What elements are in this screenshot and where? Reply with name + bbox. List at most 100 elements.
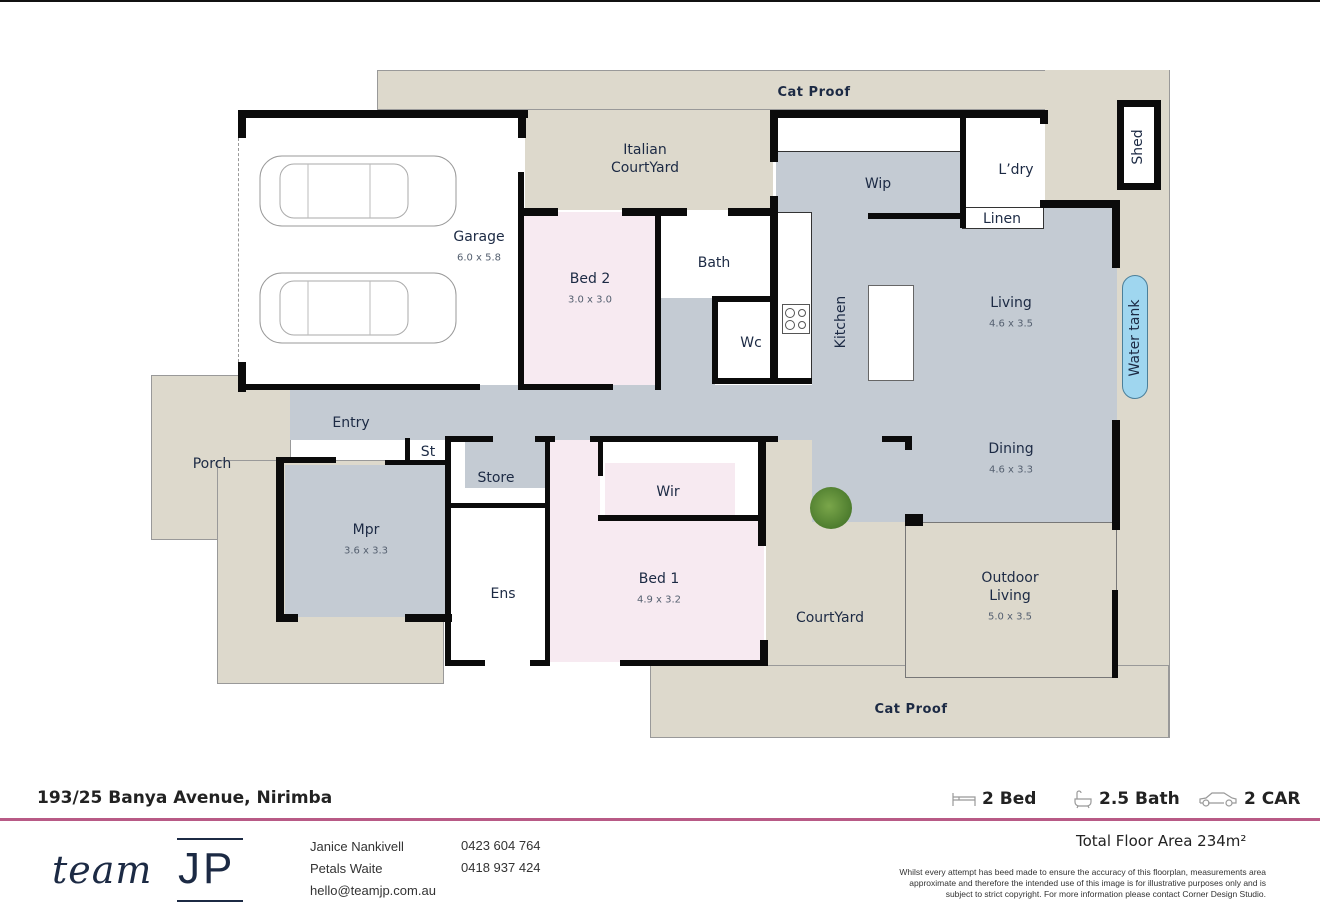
room-dims-garage: 6.0 x 5.8: [456, 252, 502, 264]
room-label-cat-proof-bottom: Cat Proof: [874, 702, 948, 717]
wall: [655, 212, 661, 390]
stat-baths: 2.5 Bath: [1073, 789, 1180, 809]
wall: [712, 296, 774, 302]
wall: [1040, 200, 1120, 208]
kitchen-bench: [776, 212, 812, 382]
wall: [276, 457, 336, 463]
room-label-italian-courtyard-1: Italian: [623, 142, 667, 158]
garage-door: [238, 138, 239, 362]
room-label-laundry: L’dry: [998, 162, 1034, 178]
wall: [445, 436, 493, 442]
garage-floor: [240, 112, 525, 387]
wall: [882, 436, 912, 442]
wall: [960, 118, 966, 228]
wall: [905, 436, 912, 450]
wall: [238, 384, 480, 390]
contact-name-1: Janice Nankivell: [310, 839, 404, 854]
room-label-living: Living: [990, 295, 1032, 311]
wall: [590, 436, 770, 442]
wall: [445, 660, 485, 666]
room-label-ens: Ens: [490, 586, 516, 602]
wall: [405, 438, 410, 464]
wall: [445, 503, 548, 508]
room-label-porch: Porch: [192, 456, 232, 472]
room-label-courtyard: CourtYard: [795, 610, 865, 626]
bed2-floor: [520, 212, 660, 387]
water-tank: [1122, 275, 1148, 399]
wall: [758, 436, 766, 546]
wall: [712, 378, 812, 384]
room-label-wc: Wc: [740, 335, 762, 351]
wall: [770, 110, 778, 162]
store-floor: [465, 440, 545, 488]
wall: [1112, 200, 1120, 268]
total-floor-area: Total Floor Area 234m²: [1076, 832, 1247, 850]
room-label-garage: Garage: [453, 229, 505, 245]
room-label-linen: Linen: [982, 211, 1022, 227]
room-label-wir: Wir: [656, 484, 680, 500]
wall: [760, 640, 768, 666]
wall: [728, 208, 778, 216]
wall: [622, 208, 687, 216]
room-label-cat-proof-top: Cat Proof: [777, 85, 851, 100]
wall: [238, 110, 246, 138]
wall: [518, 172, 524, 390]
wc-floor: [714, 298, 776, 382]
stat-beds-label: 2 Bed: [982, 789, 1037, 809]
logo-mark-frame: [177, 838, 243, 902]
wall: [276, 457, 284, 622]
team-jp-logo: team JP: [52, 838, 252, 904]
logo-script: team: [52, 848, 153, 892]
laundry-floor: [962, 112, 1044, 207]
bath-icon: [1074, 790, 1092, 809]
contact-email[interactable]: hello@teamjp.com.au: [310, 883, 436, 898]
room-label-outdoor-living-1: Outdoor: [981, 570, 1039, 586]
logo-mark: JP: [178, 844, 236, 893]
wall: [276, 614, 298, 622]
room-dims-bed1: 4.9 x 3.2: [636, 594, 682, 606]
top-border: [0, 0, 1320, 2]
room-label-water-tank: Water tank: [1127, 299, 1143, 377]
cat-proof-yard: [377, 70, 1169, 110]
room-label-bed2: Bed 2: [569, 271, 611, 287]
wall: [770, 110, 1048, 118]
hallway: [290, 385, 915, 440]
property-address: 193/25 Banya Avenue, Nirimba: [37, 788, 333, 808]
room-label-store: Store: [477, 470, 515, 486]
car-icon: [259, 272, 457, 344]
shed-floor: [1117, 100, 1161, 190]
ens-floor: [450, 507, 548, 662]
room-label-mpr: Mpr: [352, 522, 380, 538]
hall-upper: [660, 298, 715, 388]
wall: [1040, 110, 1048, 124]
stat-baths-label: 2.5 Bath: [1099, 789, 1180, 809]
wall: [238, 110, 528, 118]
car-icon: [1199, 792, 1237, 807]
wall: [598, 436, 603, 476]
contact-phone-1[interactable]: 0423 604 764: [461, 838, 541, 853]
room-label-st: St: [420, 444, 436, 460]
wall: [445, 436, 451, 664]
wall: [868, 213, 962, 219]
wall: [905, 514, 923, 526]
kitchen-island: [868, 285, 914, 381]
room-dims-bed2: 3.0 x 3.0: [567, 294, 613, 306]
room-dims-living: 4.6 x 3.5: [988, 318, 1034, 330]
wall: [1112, 420, 1120, 530]
contact-phone-2[interactable]: 0418 937 424: [461, 860, 541, 875]
wall: [518, 384, 613, 390]
room-label-kitchen: Kitchen: [833, 295, 849, 349]
wall: [770, 196, 778, 382]
disclaimer: Whilst every attempt has beed made to en…: [899, 867, 1266, 899]
wall: [385, 460, 450, 465]
wall: [405, 614, 452, 622]
room-label-wip: Wip: [864, 176, 892, 192]
living-dining-floor: [812, 205, 1117, 522]
wall: [530, 660, 550, 666]
contact-name-2: Petals Waite: [310, 861, 383, 876]
room-label-outdoor-living-2: Living: [989, 588, 1031, 604]
stat-beds: 2 Bed: [952, 789, 1036, 809]
room-dims-mpr: 3.6 x 3.3: [343, 545, 389, 557]
wir-floor: [605, 463, 735, 518]
wall: [518, 110, 526, 138]
